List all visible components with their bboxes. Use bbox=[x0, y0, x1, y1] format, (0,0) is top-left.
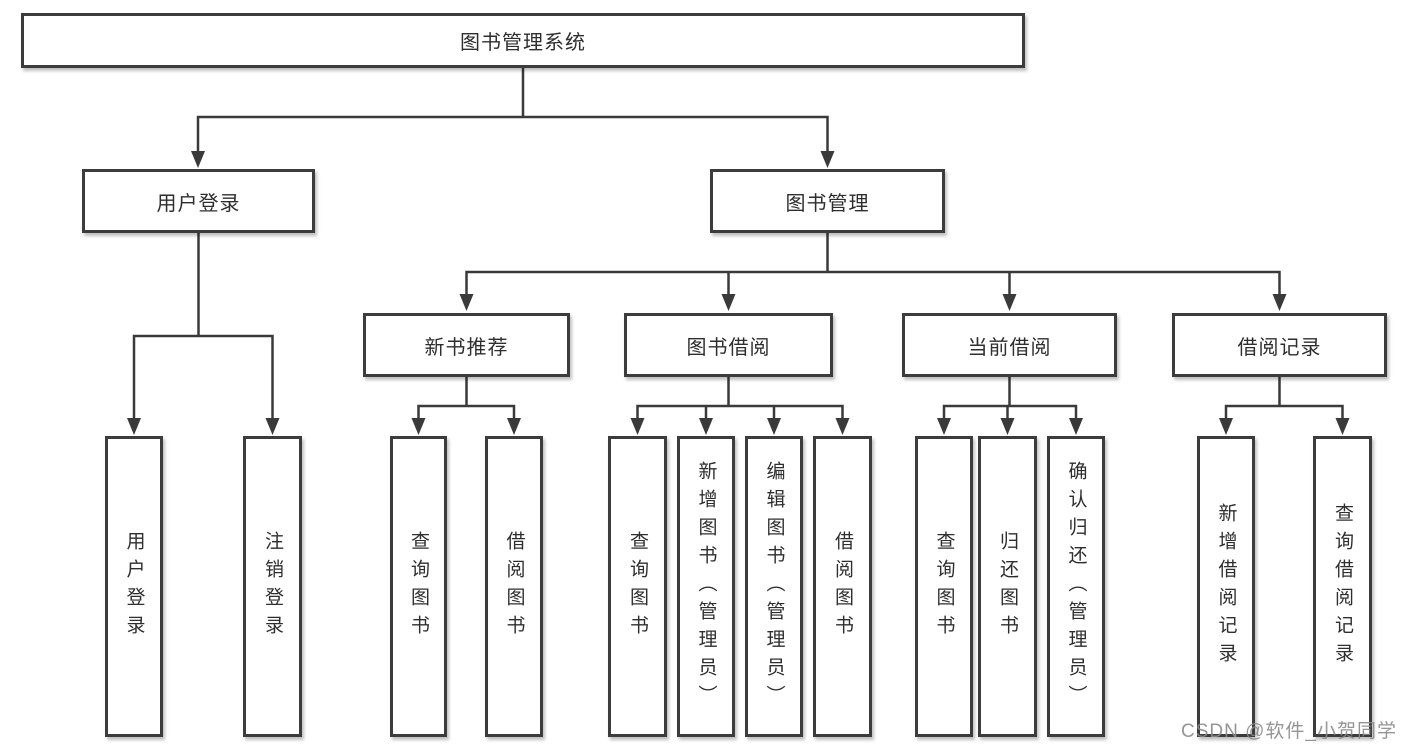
leaf-add-book-admin: 新增图书（管理员） bbox=[677, 436, 735, 737]
leaf-edit-book-admin: 编辑图书（管理员） bbox=[745, 436, 803, 737]
leaf-add-borrow-record: 新增借阅记录 bbox=[1197, 436, 1255, 737]
leaf-borrow-books: 借阅图书 bbox=[813, 436, 872, 737]
node-book-management: 图书管理 bbox=[710, 169, 945, 233]
node-borrow-records: 借阅记录 bbox=[1172, 313, 1387, 377]
leaf-query-borrow-record: 查询借阅记录 bbox=[1313, 436, 1372, 737]
watermark: CSDN @软件_小贺同学 bbox=[1181, 721, 1397, 742]
node-new-book-recommend: 新书推荐 bbox=[363, 313, 570, 377]
leaf-query-books-current: 查询图书 bbox=[915, 436, 973, 737]
leaf-query-books-recommend: 查询图书 bbox=[390, 436, 447, 737]
leaf-confirm-return-admin: 确认归还（管理员） bbox=[1047, 436, 1105, 737]
leaf-user-login: 用户登录 bbox=[105, 436, 163, 737]
leaf-logout: 注销登录 bbox=[243, 436, 302, 737]
node-system-root: 图书管理系统 bbox=[21, 13, 1025, 68]
leaf-query-books-borrow: 查询图书 bbox=[608, 436, 667, 737]
node-user-login: 用户登录 bbox=[82, 169, 315, 233]
leaf-borrow-books-recommend: 借阅图书 bbox=[485, 436, 543, 737]
node-current-borrow: 当前借阅 bbox=[902, 313, 1117, 377]
leaf-return-book: 归还图书 bbox=[978, 436, 1037, 737]
node-book-borrow: 图书借阅 bbox=[624, 313, 833, 377]
